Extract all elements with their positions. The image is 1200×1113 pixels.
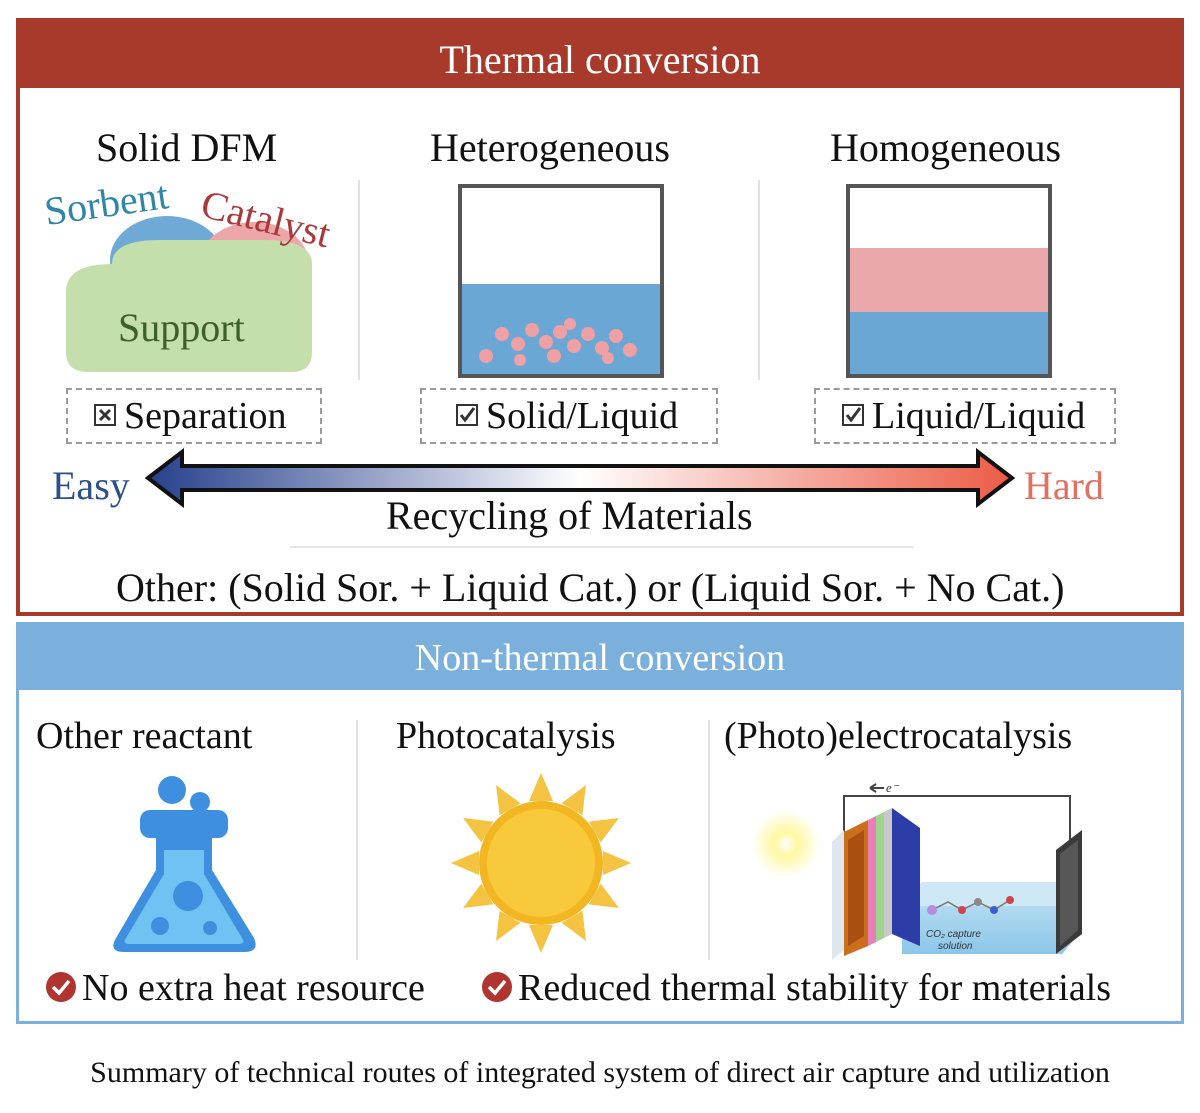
heterogeneous-beaker [458, 184, 664, 378]
homogeneous-beaker [846, 184, 1052, 378]
nonthermal-divider-1 [356, 720, 358, 960]
x-box-icon [94, 404, 116, 427]
electron-label: e⁻ [886, 780, 900, 795]
photoelectrochemical-cell: CO₂ capture solution e⁻ [752, 780, 1082, 960]
thermal-header [16, 18, 1184, 88]
support-shape [66, 240, 312, 372]
checkbox-icon [456, 404, 478, 427]
separation-heterogeneous-box: Solid/Liquid [420, 388, 718, 444]
separation-heterogeneous-label: Solid/Liquid [486, 395, 679, 437]
heterogeneous-title: Heterogeneous [430, 125, 670, 170]
cell-label-line1: CO₂ capture [926, 929, 981, 940]
separation-solid-label: Separation [124, 395, 287, 437]
benefit-2: Reduced thermal stability for materials [482, 966, 1111, 1010]
check-circle-icon [482, 972, 512, 1003]
photocatalysis-title: Photocatalysis [396, 715, 616, 757]
benefit-2-label: Reduced thermal stability for materials [518, 967, 1112, 1009]
check-circle-icon [46, 972, 76, 1003]
cell-label-line2: solution [938, 941, 973, 952]
support-label: Support [118, 305, 245, 350]
thermal-separator-line [290, 546, 914, 548]
recycling-label: Recycling of Materials [386, 493, 753, 538]
nonthermal-title: Non-thermal conversion [414, 637, 786, 679]
thermal-divider-1 [358, 180, 360, 380]
benefit-1: No extra heat resource [46, 966, 425, 1010]
photoelectrocatalysis-title: (Photo)electrocatalysis [724, 715, 1073, 757]
thermal-divider-2 [758, 180, 760, 380]
easy-label: Easy [52, 463, 130, 508]
nonthermal-divider-2 [708, 720, 710, 960]
solid-dfm-title: Solid DFM [96, 125, 278, 170]
homogeneous-title: Homogeneous [830, 125, 1062, 170]
catalyst-particles [479, 318, 637, 366]
flask-icon [113, 776, 256, 952]
light-source-icon [752, 810, 820, 878]
figure-caption: Summary of technical routes of integrate… [90, 1056, 1110, 1089]
benefit-1-label: No extra heat resource [82, 967, 425, 1009]
solid-dfm-illustration [66, 216, 312, 372]
thermal-title: Thermal conversion [439, 37, 761, 82]
separation-homogeneous-box: Liquid/Liquid [814, 388, 1116, 444]
checkbox-icon [842, 404, 864, 427]
other-combinations: Other: (Solid Sor. + Liquid Cat.) or (Li… [116, 565, 1065, 610]
sun-icon [451, 773, 631, 953]
separation-homogeneous-label: Liquid/Liquid [872, 395, 1086, 437]
recycling-arrow [144, 448, 1016, 508]
separation-solid-box: Separation [66, 388, 322, 444]
hard-label: Hard [1024, 463, 1104, 508]
other-reactant-title: Other reactant [36, 715, 253, 757]
nonthermal-header [16, 622, 1184, 690]
